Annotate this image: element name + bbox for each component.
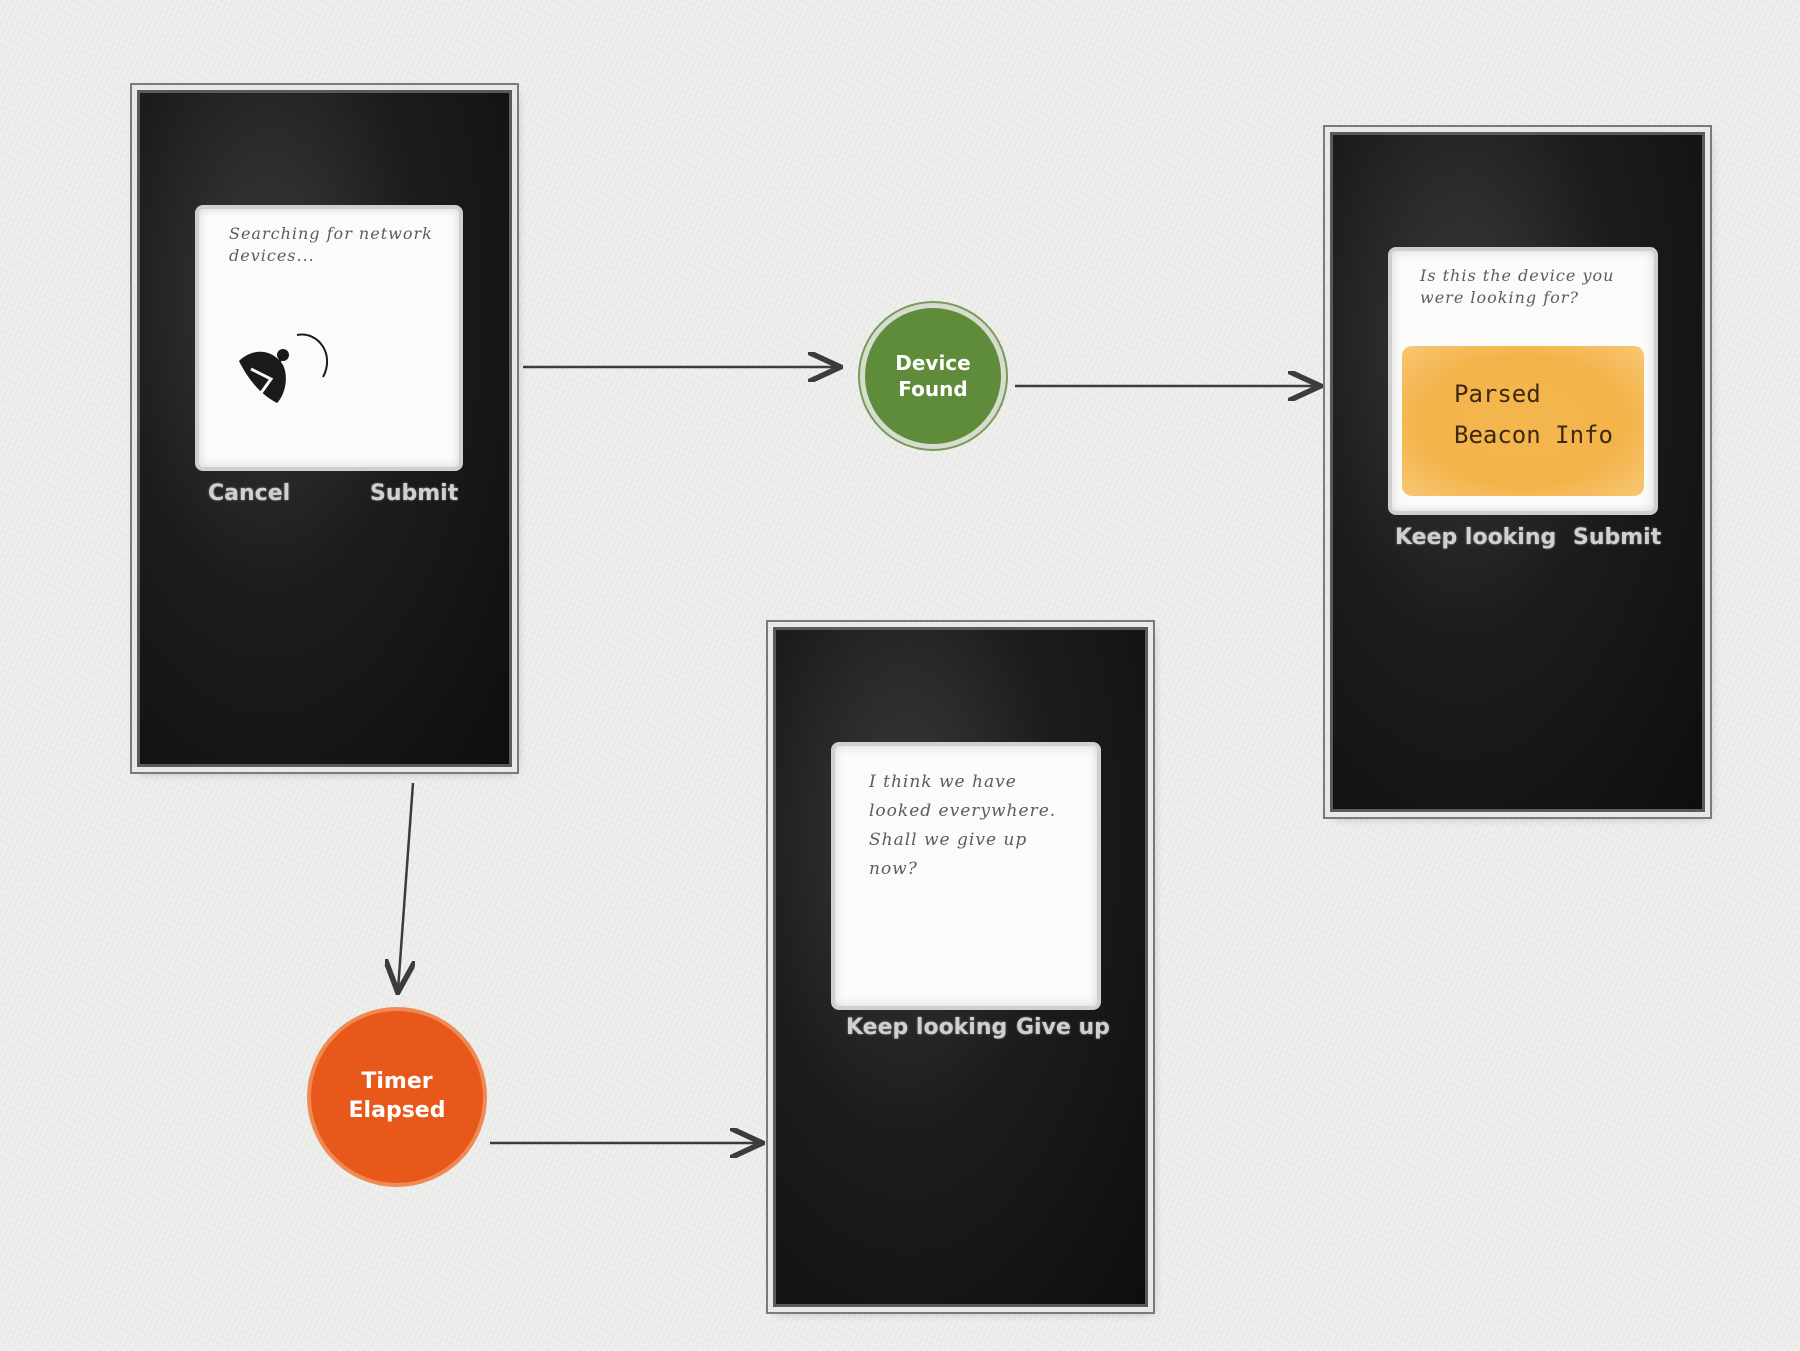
screen-timeout: I think we have looked everywhere. Shall… xyxy=(831,742,1101,1010)
timer-elapsed-event: Timer Elapsed xyxy=(307,1007,487,1187)
phone-searching: Searching for network devices... Cancel … xyxy=(137,90,512,767)
keep-looking-softkey[interactable]: Keep looking xyxy=(846,1015,1008,1040)
beacon-info-box: Parsed Beacon Info xyxy=(1402,346,1644,496)
satellite-dish-icon xyxy=(239,333,329,403)
submit-softkey[interactable]: Submit xyxy=(370,481,459,506)
phone-timeout: I think we have looked everywhere. Shall… xyxy=(773,627,1148,1307)
device-found-event: Device Found xyxy=(860,303,1006,449)
parsed-beacon-info: Parsed Beacon Info xyxy=(1454,380,1613,449)
screen-searching: Searching for network devices... xyxy=(195,205,463,471)
submit-softkey[interactable]: Submit xyxy=(1573,525,1662,550)
arrow-searching-to-timer-elapsed xyxy=(398,782,413,990)
screen-found: Is this the device you were looking for?… xyxy=(1388,247,1658,515)
timeout-message: I think we have looked everywhere. Shall… xyxy=(869,772,1057,879)
phone-found: Is this the device you were looking for?… xyxy=(1330,132,1705,812)
timer-elapsed-label: Timer Elapsed xyxy=(348,1069,446,1123)
device-found-label: Device Found xyxy=(895,351,971,401)
give-up-softkey[interactable]: Give up xyxy=(1016,1015,1110,1040)
cancel-softkey[interactable]: Cancel xyxy=(208,481,291,506)
keep-looking-softkey[interactable]: Keep looking xyxy=(1395,525,1557,550)
found-message: Is this the device you were looking for? xyxy=(1420,266,1615,307)
searching-message: Searching for network devices... xyxy=(229,224,433,265)
